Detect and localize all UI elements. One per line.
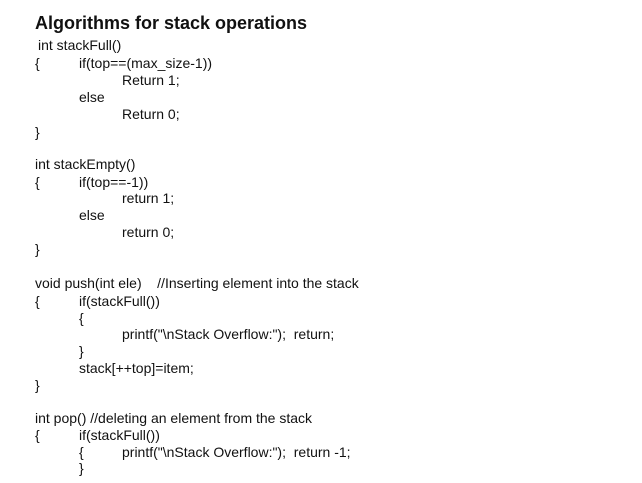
code-line-if-stackfull: if(stackFull()) [79, 293, 160, 309]
code-line-open-brace: { [35, 427, 40, 443]
code-line-return-1: return 1; [122, 190, 175, 206]
code-line-close-brace: } [35, 377, 40, 393]
code-line-close-brace: } [79, 343, 84, 359]
code-line-overflow-return-minus-one: printf("\nStack Overflow:"); return -1; [122, 444, 351, 460]
code-line-overflow-return: printf("\nStack Overflow:"); return; [122, 326, 335, 342]
code-line-else: else [79, 89, 105, 105]
code-line-close-brace: } [35, 241, 40, 257]
code-line-if-full: if(top==(max_size-1)) [79, 55, 213, 71]
code-line-return-0: Return 0; [122, 106, 180, 122]
code-line-return-1: Return 1; [122, 72, 180, 88]
code-line-pop-signature: int pop() //deleting an element from the… [35, 410, 313, 426]
code-line-stack-assign: stack[++top]=item; [79, 360, 194, 376]
code-line-open-brace: { [35, 55, 40, 71]
code-line-open-brace: { [79, 444, 84, 460]
page-footer-clip [0, 479, 642, 483]
code-line-open-brace: { [35, 293, 40, 309]
code-line-open-brace: { [79, 310, 84, 326]
code-line-if-empty: if(top==-1)) [79, 174, 149, 190]
code-line-push-signature: void push(int ele) //Inserting element i… [35, 275, 359, 291]
code-line-stackempty-signature: int stackEmpty() [35, 156, 136, 172]
code-line-if-stackfull: if(stackFull()) [79, 427, 160, 443]
code-line-open-brace: { [35, 174, 40, 190]
code-line-else: else [79, 207, 105, 223]
code-line-close-brace: } [79, 460, 84, 476]
page-title: Algorithms for stack operations [35, 13, 308, 33]
code-line-close-brace: } [35, 124, 40, 140]
code-line-return-0: return 0; [122, 224, 175, 240]
code-line-stackfull-signature: int stackFull() [38, 37, 122, 53]
